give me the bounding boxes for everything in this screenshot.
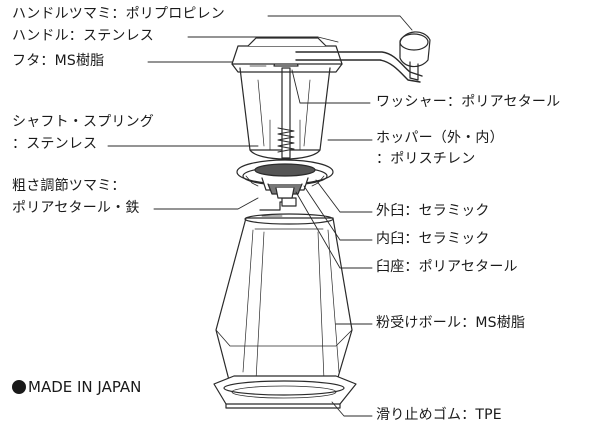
grind-knob-drawing [259,197,297,217]
label-powder-bowl: 粉受けボール：MS樹脂 [376,315,526,331]
label-grind-knob-line2: ポリアセタール・鉄 [12,200,140,216]
made-in-badge: MADE IN JAPAN [12,378,141,396]
label-hopper-line1: ホッパー（外・内） [376,130,504,146]
label-shaft-spring-line1: シャフト・スプリング [12,114,154,130]
burr-assembly-drawing [236,159,334,199]
label-shaft-spring-line2: ：ステンレス [12,136,98,152]
label-inner-burr: 内臼：セラミック [376,231,490,247]
label-hopper-line2: ：ポリスチレン [376,151,476,167]
made-in-text: MADE IN JAPAN [28,378,142,396]
label-outer-burr: 外臼：セラミック [376,203,490,219]
handle-knob-drawing [399,31,431,81]
label-handle-knob: ハンドルツマミ：ポリプロピレン [12,6,225,22]
label-burr-seat: 臼座：ポリアセタール [376,259,518,275]
label-rubber-foot: 滑り止めゴム：TPE [376,407,502,423]
label-washer: ワッシャー：ポリアセタール [376,94,561,110]
rubber-foot-drawing [213,375,357,409]
lid-drawing [231,37,343,73]
label-lid: フタ：MS樹脂 [12,53,105,69]
label-grind-knob-line1: 粗さ調節ツマミ： [12,178,126,194]
leader-lines [107,15,413,417]
powder-bowl-drawing [215,213,353,385]
bullet-dot-icon [12,380,26,394]
label-handle: ハンドル：ステンレス [12,28,154,44]
